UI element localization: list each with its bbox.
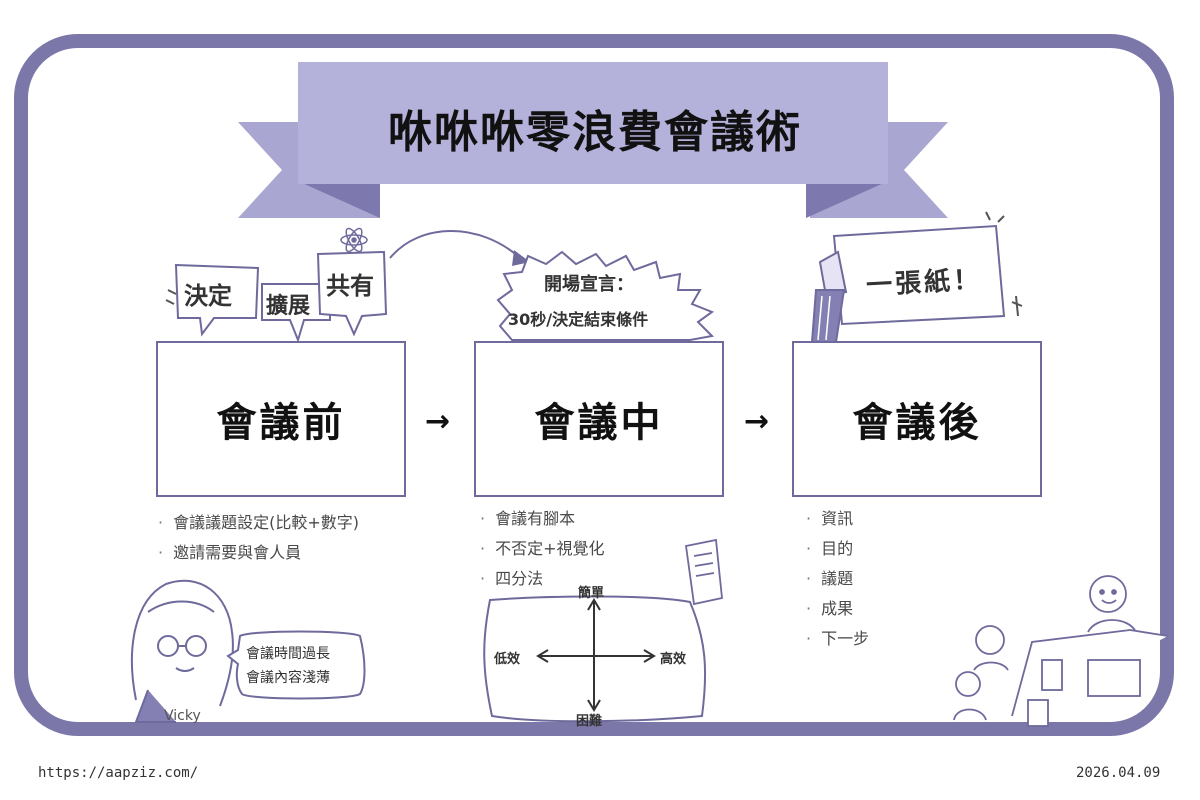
- list-item: 不否定+視覺化: [480, 534, 604, 564]
- after-bullet-list: 資訊 目的 議題 成果 下一步: [806, 504, 869, 654]
- stage-after-label: 會議後: [852, 400, 982, 446]
- list-item: 會議有腳本: [480, 504, 605, 534]
- bubble-expand-text: 擴展: [266, 294, 311, 319]
- list-item: 四分法: [480, 564, 605, 594]
- stage-during-label: 會議中: [534, 400, 664, 446]
- list-item: 議題: [806, 564, 869, 594]
- quadrant-right-label: 高效: [660, 652, 687, 667]
- bubble-share-text: 共有: [326, 272, 374, 300]
- paper-sign-text: 一張紙！: [865, 264, 983, 302]
- vicky-bubble: [226, 630, 366, 700]
- list-item: 邀請需要與會人員: [158, 538, 359, 568]
- arrow-icon: →: [425, 404, 451, 439]
- page-title: 咻咻咻零浪費會議術: [388, 107, 802, 158]
- footer-date: 2026.04.09: [1076, 765, 1161, 781]
- quadrant-top-label: 簡單: [578, 586, 605, 601]
- before-bullet-list: 會議議題設定(比較+數字) 邀請需要與會人員: [158, 508, 359, 568]
- stage-before: 會議前: [156, 341, 406, 497]
- atom-icon: [340, 227, 368, 253]
- list-item: 成果: [806, 594, 869, 624]
- curved-arrow: [389, 230, 521, 259]
- during-bullet-list: 會議有腳本 不否定+視覺化 四分法: [480, 504, 605, 594]
- bubble-decide-text: 決定: [184, 282, 232, 310]
- vicky-bubble-line-1: 會議時間過長: [246, 646, 330, 662]
- quadrant-frame: [483, 595, 707, 723]
- stage-during: 會議中: [474, 341, 724, 497]
- bubble-decide: [174, 250, 388, 344]
- list-item: 資訊: [806, 504, 869, 534]
- opening-statement-line2: 30秒/決定結束條件: [508, 310, 649, 329]
- note-sketch: [684, 538, 723, 606]
- footer-url[interactable]: https://aapziz.com/: [38, 765, 199, 781]
- opening-statement-line1: 開場宣言：: [544, 274, 634, 295]
- stage-before-label: 會議前: [216, 400, 346, 446]
- vicky-name: Vicky: [164, 708, 201, 724]
- quadrant-axes: [536, 598, 656, 712]
- stage-after: 會議後: [792, 341, 1042, 497]
- vicky-bubble-text: 會議時間過長 會議內容淺薄: [246, 642, 330, 690]
- vicky-avatar: [130, 579, 234, 723]
- sign-sparkles: [985, 211, 1023, 317]
- opening-cloud: [496, 250, 715, 341]
- vicky-bubble-line-2: 會議內容淺薄: [246, 670, 330, 686]
- list-item: 會議議題設定(比較+數字): [158, 508, 359, 538]
- arrow-icon: →: [744, 404, 770, 439]
- sparkle-marks: [165, 289, 177, 305]
- people-presenting: [953, 575, 1169, 727]
- quadrant-left-label: 低效: [494, 652, 521, 667]
- list-item: 下一步: [806, 624, 869, 654]
- list-item: 目的: [806, 534, 869, 564]
- quadrant-bottom-label: 困難: [576, 714, 603, 729]
